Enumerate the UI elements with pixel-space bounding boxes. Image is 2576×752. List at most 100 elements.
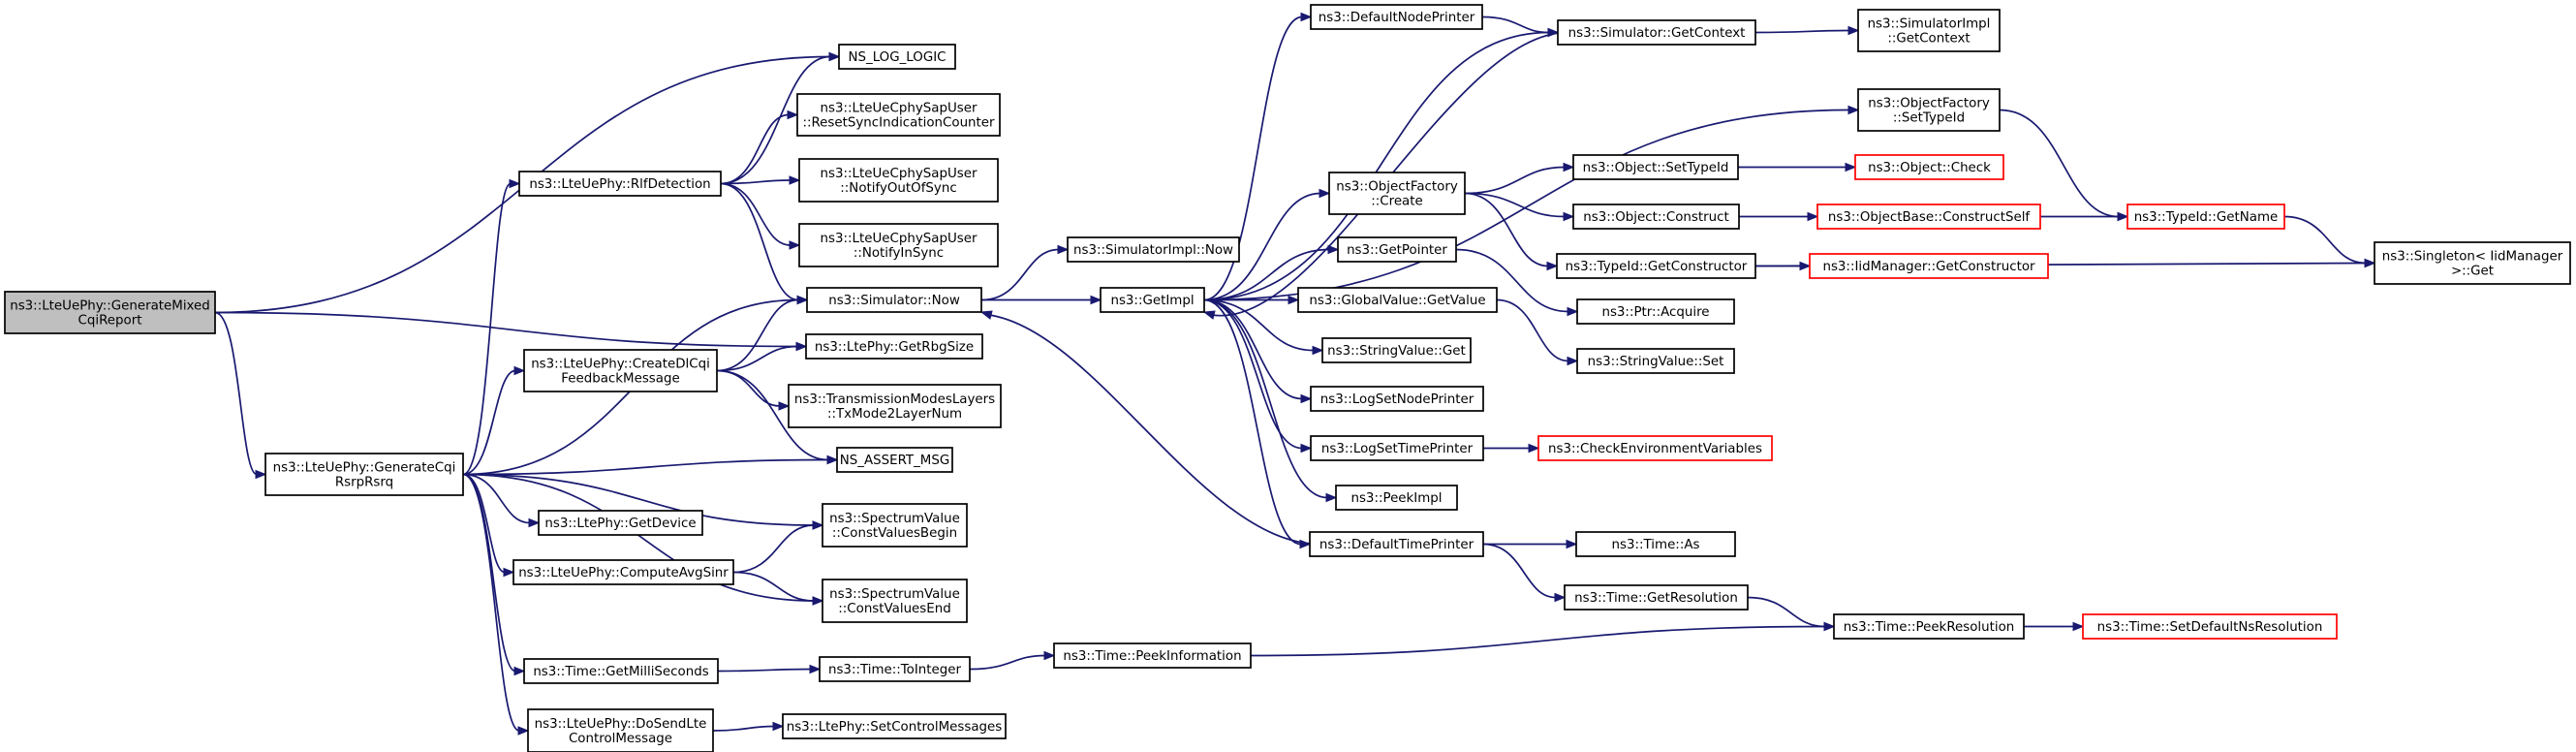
node-box[interactable] <box>523 349 718 392</box>
node-box[interactable] <box>782 713 1007 739</box>
node-box[interactable] <box>798 223 999 267</box>
node-ptracquire[interactable]: ns3::Ptr::Acquire <box>1576 298 1735 325</box>
node-timesetdefault[interactable]: ns3::Time::SetDefaultNsResolution <box>2082 613 2338 640</box>
node-box[interactable] <box>523 658 719 684</box>
node-simimplnow[interactable]: ns3::SimulatorImpl::Now <box>1067 236 1240 263</box>
node-box[interactable] <box>2126 204 2285 230</box>
node-simgetctx[interactable]: ns3::Simulator::GetContext <box>1557 19 1756 46</box>
node-singleton[interactable]: ns3::Singleton< IidManager>::Get <box>2374 241 2571 285</box>
node-box[interactable] <box>1572 154 1739 180</box>
node-box[interactable] <box>822 503 968 548</box>
node-checkenv[interactable]: ns3::CheckEnvironmentVariables <box>1537 435 1773 461</box>
node-objsettype[interactable]: ns3::Object::SetTypeId <box>1572 154 1739 180</box>
node-txmode[interactable]: ns3::TransmissionModesLayers::TxMode2Lay… <box>788 384 1002 428</box>
node-box[interactable] <box>1564 584 1749 611</box>
node-box[interactable] <box>1809 253 2049 279</box>
node-box[interactable] <box>2374 241 2571 285</box>
node-box[interactable] <box>822 579 968 623</box>
node-peekinfo[interactable]: ns3::Time::PeekInformation <box>1053 642 1252 669</box>
node-cvbegin[interactable]: ns3::SpectrumValue::ConstValuesBegin <box>822 503 968 548</box>
node-box[interactable] <box>1067 236 1240 263</box>
node-box[interactable] <box>1833 613 2025 640</box>
node-simimplgetctx[interactable]: ns3::SimulatorImpl::GetContext <box>1857 9 2001 52</box>
node-getrbg[interactable]: ns3::LtePhy::GetRbgSize <box>805 333 983 360</box>
node-stringvalueset[interactable]: ns3::StringValue::Set <box>1576 348 1735 374</box>
node-box[interactable] <box>806 287 982 313</box>
node-box[interactable] <box>1857 9 2001 52</box>
node-box[interactable] <box>1321 337 1472 363</box>
node-box[interactable] <box>1557 19 1756 46</box>
node-defnodeprinter[interactable]: ns3::DefaultNodePrinter <box>1310 4 1483 30</box>
node-box[interactable] <box>1575 531 1736 557</box>
node-lognodeprinter[interactable]: ns3::LogSetNodePrinter <box>1310 386 1484 412</box>
node-simnow[interactable]: ns3::Simulator::Now <box>806 287 982 313</box>
node-objconstruct[interactable]: ns3::Object::Construct <box>1572 204 1740 230</box>
node-box[interactable] <box>1537 435 1773 461</box>
node-typeidgetctor[interactable]: ns3::TypeId::GetConstructor <box>1556 253 1756 279</box>
node-box[interactable] <box>4 291 216 334</box>
node-box[interactable] <box>788 384 1002 428</box>
node-cvend[interactable]: ns3::SpectrumValue::ConstValuesEnd <box>822 579 968 623</box>
node-box[interactable] <box>805 333 983 360</box>
node-objfactcreate[interactable]: ns3::ObjectFactory::Create <box>1328 172 1466 215</box>
node-rlf[interactable]: ns3::LteUePhy::RlfDetection <box>518 171 722 197</box>
node-box[interactable] <box>527 708 714 752</box>
node-outsync[interactable]: ns3::LteUeCphySapUser::NotifyOutOfSync <box>798 158 999 203</box>
node-getms[interactable]: ns3::Time::GetMilliSeconds <box>523 658 719 684</box>
node-avgsinr[interactable]: ns3::LteUePhy::ComputeAvgSinr <box>512 559 734 585</box>
node-box[interactable] <box>1309 531 1484 557</box>
node-timeas[interactable]: ns3::Time::As <box>1575 531 1736 557</box>
node-setctrl[interactable]: ns3::LtePhy::SetControlMessages <box>782 713 1007 739</box>
node-box[interactable] <box>1337 236 1457 263</box>
node-getdevice[interactable]: ns3::LtePhy::GetDevice <box>538 510 703 536</box>
node-assert[interactable]: NS_ASSERT_MSG <box>836 447 953 473</box>
node-box[interactable] <box>264 453 464 496</box>
node-getpointer[interactable]: ns3::GetPointer <box>1337 236 1457 263</box>
node-objcheck[interactable]: ns3::Object::Check <box>1854 154 2004 180</box>
node-insync[interactable]: ns3::LteUeCphySapUser::NotifyInSync <box>798 223 999 267</box>
node-box[interactable] <box>838 44 956 70</box>
node-box[interactable] <box>1854 154 2004 180</box>
node-box[interactable] <box>1053 642 1252 669</box>
node-nslog[interactable]: NS_LOG_LOGIC <box>838 44 956 70</box>
node-box[interactable] <box>1576 298 1735 325</box>
node-deftimeprinter[interactable]: ns3::DefaultTimePrinter <box>1309 531 1484 557</box>
node-globalvalue[interactable]: ns3::GlobalValue::GetValue <box>1297 287 1498 313</box>
node-getimpl[interactable]: ns3::GetImpl <box>1100 287 1205 313</box>
node-box[interactable] <box>1576 348 1735 374</box>
node-box[interactable] <box>1328 172 1466 215</box>
node-box[interactable] <box>1100 287 1205 313</box>
node-box[interactable] <box>2082 613 2338 640</box>
node-resetsync[interactable]: ns3::LteUeCphySapUser::ResetSyncIndicati… <box>796 93 1001 137</box>
node-typeidgetname[interactable]: ns3::TypeId::GetName <box>2126 204 2285 230</box>
node-box[interactable] <box>1335 485 1458 511</box>
node-box[interactable] <box>1310 386 1484 412</box>
node-iidgetctor[interactable]: ns3::IidManager::GetConstructor <box>1809 253 2049 279</box>
node-tointeger[interactable]: ns3::Time::ToInteger <box>819 656 971 682</box>
node-box[interactable] <box>1816 204 2041 230</box>
node-box[interactable] <box>538 510 703 536</box>
node-box[interactable] <box>1310 435 1484 461</box>
node-box[interactable] <box>1310 4 1483 30</box>
node-box[interactable] <box>796 93 1001 137</box>
node-box[interactable] <box>1857 88 2001 132</box>
node-box[interactable] <box>819 656 971 682</box>
node-logtimeprinter[interactable]: ns3::LogSetTimePrinter <box>1310 435 1484 461</box>
node-box[interactable] <box>836 447 953 473</box>
node-timegetres[interactable]: ns3::Time::GetResolution <box>1564 584 1749 611</box>
node-box[interactable] <box>1297 287 1498 313</box>
node-box[interactable] <box>512 559 734 585</box>
node-createdl[interactable]: ns3::LteUePhy::CreateDlCqiFeedbackMessag… <box>523 349 718 392</box>
node-box[interactable] <box>518 171 722 197</box>
node-box[interactable] <box>798 158 999 203</box>
node-box[interactable] <box>1556 253 1756 279</box>
node-objfactsettype[interactable]: ns3::ObjectFactory::SetTypeId <box>1857 88 2001 132</box>
node-objbaseconstruct[interactable]: ns3::ObjectBase::ConstructSelf <box>1816 204 2041 230</box>
node-stringvalueget[interactable]: ns3::StringValue::Get <box>1321 337 1472 363</box>
node-box[interactable] <box>1572 204 1740 230</box>
node-peekimpl[interactable]: ns3::PeekImpl <box>1335 485 1458 511</box>
node-timepeekres[interactable]: ns3::Time::PeekResolution <box>1833 613 2025 640</box>
